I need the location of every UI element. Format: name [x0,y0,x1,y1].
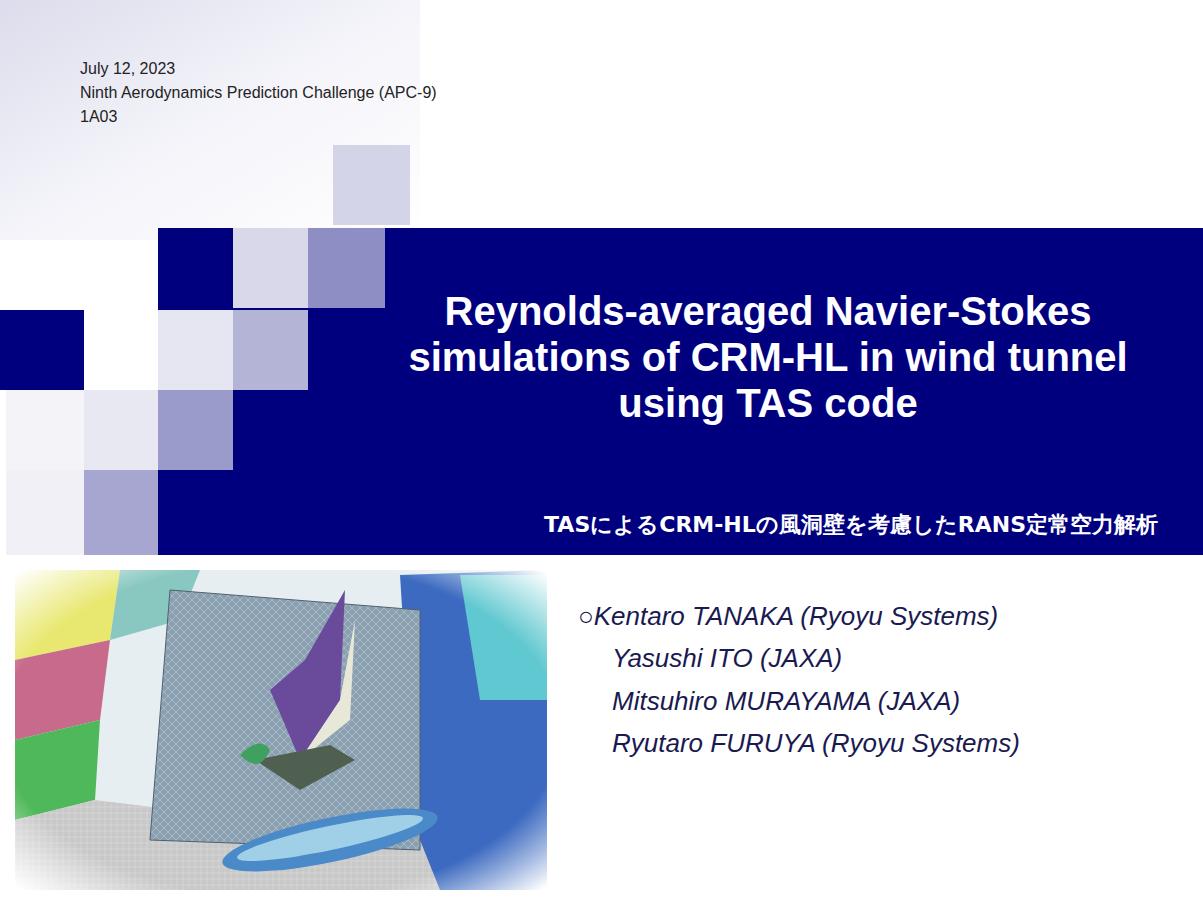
decor-squares [6,145,410,555]
date: July 12, 2023 [80,60,175,78]
author-name: Yasushi ITO (JAXA) [612,643,842,674]
author-name: Mitsuhiro MURAYAMA (JAXA) [612,686,960,717]
session-code: 1A03 [80,108,117,126]
slide-subtitle: TASによるCRM-HLの風洞壁を考慮したRANS定常空力解析 [544,510,1158,540]
title-band: Reynolds-averaged Navier-Stokes simulati… [158,228,1203,555]
slide-title: Reynolds-averaged Navier-Stokes simulati… [373,288,1163,426]
author-name: Ryutaro FURUYA (Ryoyu Systems) [612,728,1020,759]
author-name: ○Kentaro TANAKA (Ryoyu Systems) [578,601,998,632]
title-band [158,228,1203,555]
cfd-illustration [15,570,547,890]
conference-name: Ninth Aerodynamics Prediction Challenge … [80,84,437,102]
